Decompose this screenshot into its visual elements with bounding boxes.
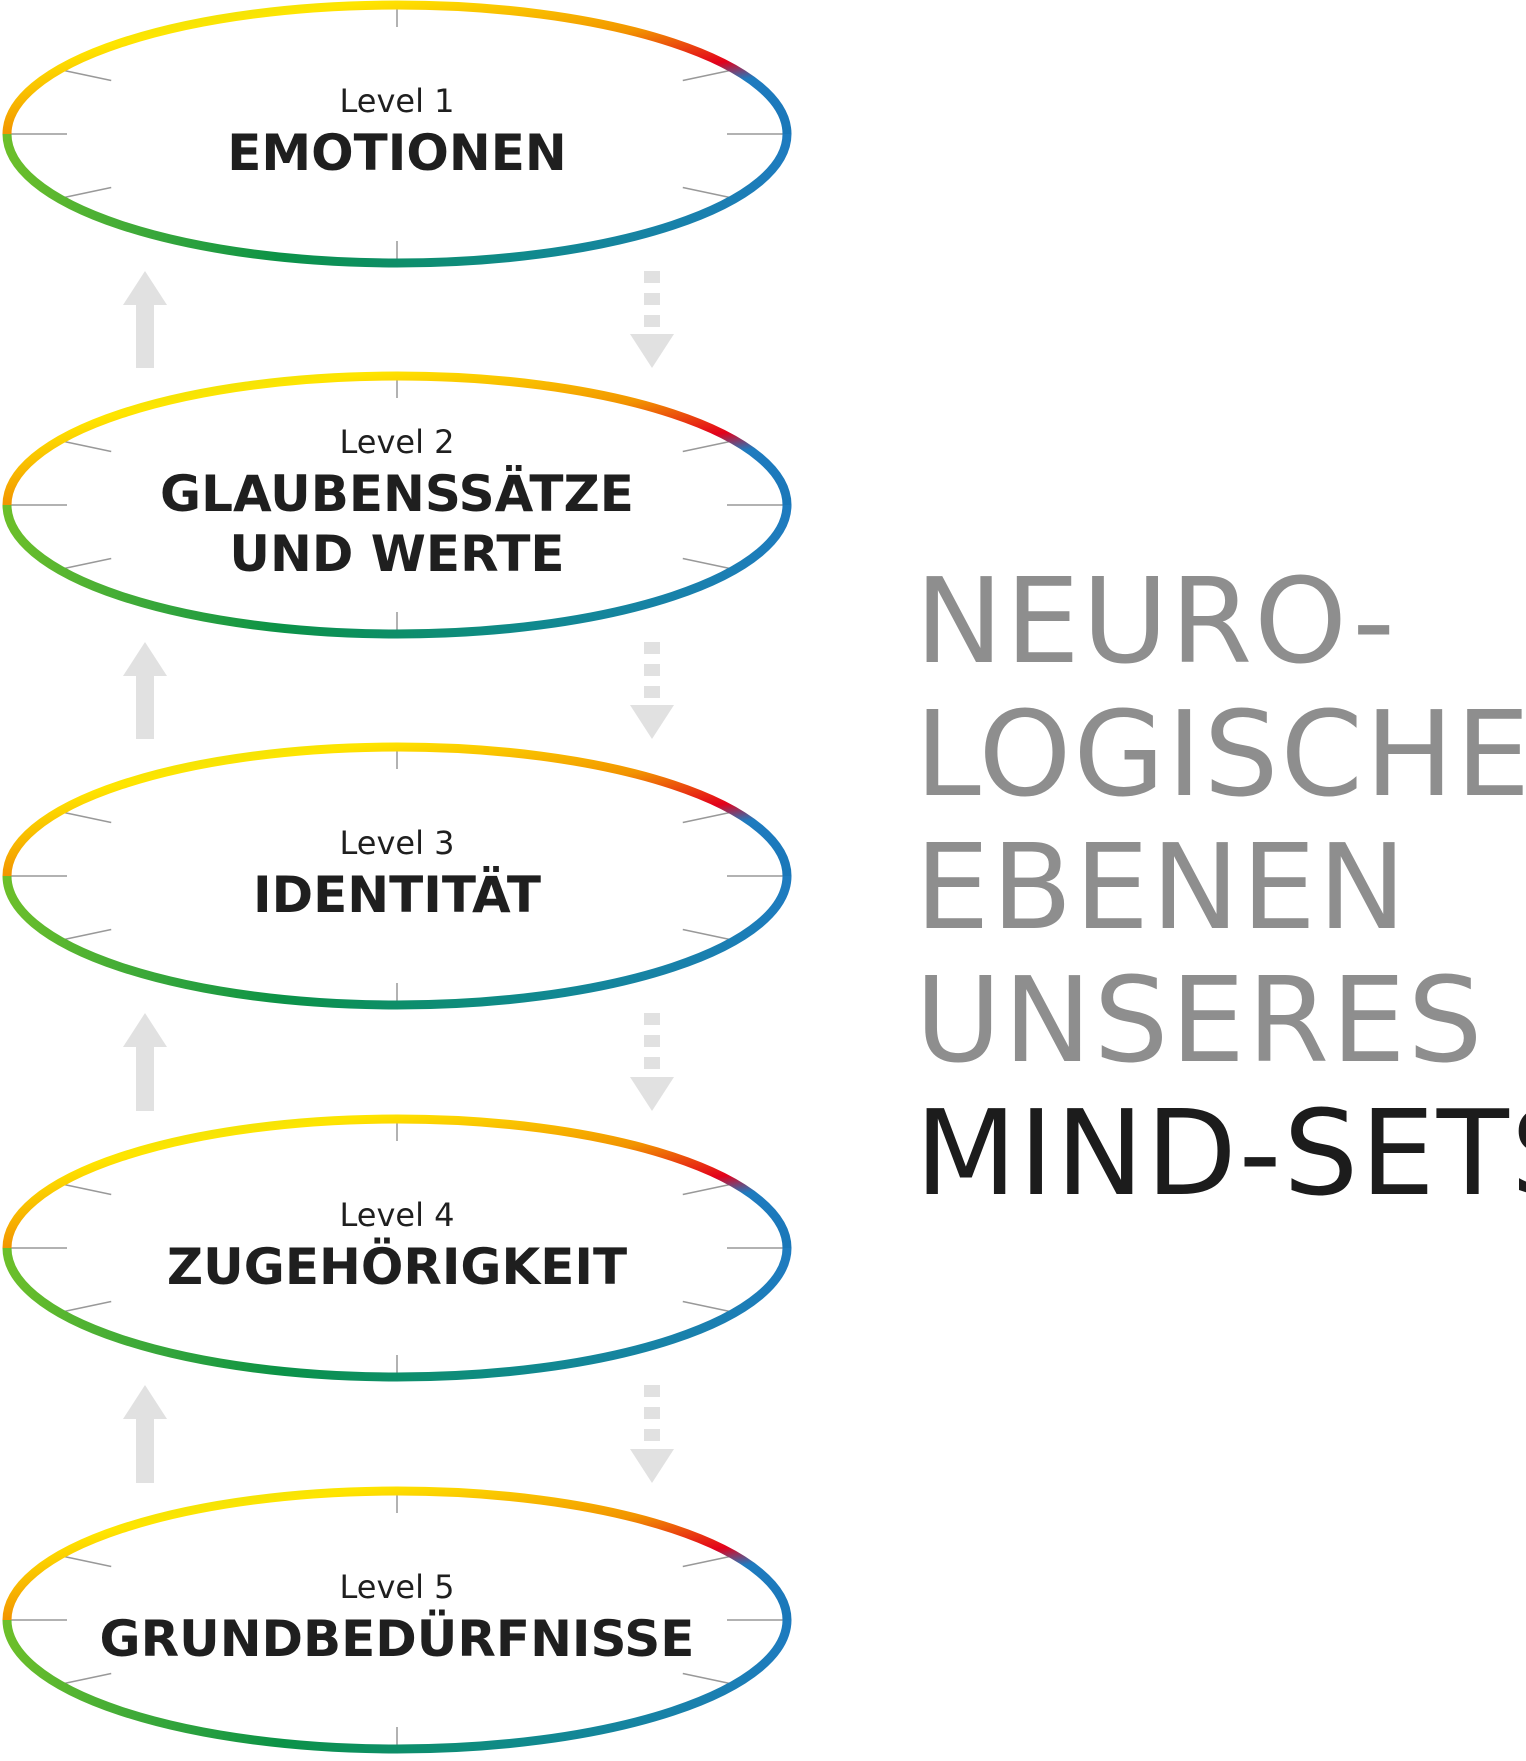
ring-tick xyxy=(59,810,112,824)
ring-tick xyxy=(59,1300,112,1314)
up-arrow-shaft xyxy=(136,1043,154,1111)
down-arrow-dashed xyxy=(630,1013,674,1111)
heading-line-3: EBENEN xyxy=(915,818,1409,956)
down-arrow-dash xyxy=(644,1385,660,1397)
level-label: Level 4 xyxy=(340,1196,455,1234)
ring-tick xyxy=(59,439,112,453)
up-arrow xyxy=(123,271,167,368)
down-arrow-dashed xyxy=(630,1385,674,1483)
up-arrow xyxy=(123,1013,167,1111)
down-arrow-dash xyxy=(644,1407,660,1419)
level-ring-3: Level 3 IDENTITÄT xyxy=(2,742,792,1010)
ring-bottom-arc xyxy=(2,875,792,1010)
down-arrow-dash xyxy=(644,686,660,698)
ring-tick xyxy=(682,186,735,200)
up-arrow-shaft xyxy=(136,301,154,368)
down-arrow-head xyxy=(630,334,674,368)
ring-top-arc xyxy=(2,371,792,506)
ring-tick xyxy=(682,68,735,82)
ring-tick xyxy=(59,68,112,82)
heading-line-4: UNSERES xyxy=(915,951,1485,1089)
heading-line-1: NEURO- xyxy=(915,552,1397,690)
ring-bottom-arc xyxy=(2,1247,792,1382)
ring-top-arc xyxy=(2,742,792,877)
up-arrow-shaft xyxy=(136,1415,154,1483)
level-label: Level 2 xyxy=(340,423,455,461)
down-arrow-dash xyxy=(644,271,660,283)
level-label: Level 5 xyxy=(340,1568,455,1606)
arrows-layer xyxy=(123,271,674,1483)
levels-diagram: Level 1 EMOTIONEN Level 2 GLAUBENSSÄTZEUND … xyxy=(2,0,792,1754)
ring-tick xyxy=(682,1182,735,1196)
up-arrow-head xyxy=(123,271,167,305)
level-label: Level 1 xyxy=(340,82,455,120)
down-arrow-head xyxy=(630,1077,674,1111)
ring-top-arc xyxy=(2,1486,792,1621)
level-ring-1: Level 1 EMOTIONEN xyxy=(2,0,792,268)
up-arrow xyxy=(123,1385,167,1483)
heading-emphasis-line: MIND-SETS xyxy=(915,1084,1526,1222)
ring-tick xyxy=(682,1300,735,1314)
ring-tick xyxy=(59,557,112,571)
ring-bottom-arc xyxy=(2,1619,792,1754)
level-title: EMOTIONEN xyxy=(227,124,566,182)
ring-bottom-arc xyxy=(2,133,792,268)
down-arrow-dash xyxy=(644,1429,660,1441)
level-title: GRUNDBEDÜRFNISSE xyxy=(100,1609,695,1668)
ring-tick xyxy=(682,439,735,453)
ring-tick xyxy=(59,1182,112,1196)
ring-tick xyxy=(682,1672,735,1686)
ring-top-arc xyxy=(2,1114,792,1249)
level-title: ZUGEHÖRIGKEIT xyxy=(167,1237,627,1296)
down-arrow-dash xyxy=(644,1013,660,1025)
heading-line-2: LOGISCHE xyxy=(915,685,1526,823)
down-arrow-dash xyxy=(644,642,660,654)
level-title: UND WERTE xyxy=(229,525,564,583)
down-arrow-dash xyxy=(644,664,660,676)
up-arrow-shaft xyxy=(136,672,154,739)
up-arrow-head xyxy=(123,642,167,676)
ring-tick xyxy=(682,557,735,571)
up-arrow xyxy=(123,642,167,739)
ring-top-arc xyxy=(2,0,792,135)
down-arrow-dash xyxy=(644,293,660,305)
ring-tick xyxy=(682,928,735,942)
level-label: Level 3 xyxy=(340,824,455,862)
down-arrow-head xyxy=(630,1449,674,1483)
ring-tick xyxy=(59,186,112,200)
ring-bottom-arc xyxy=(2,504,792,639)
ring-tick xyxy=(682,1554,735,1568)
down-arrow-dash xyxy=(644,1035,660,1047)
down-arrow-dash xyxy=(644,1057,660,1069)
ring-tick xyxy=(59,1554,112,1568)
ring-tick xyxy=(59,928,112,942)
down-arrow-dashed xyxy=(630,642,674,739)
up-arrow-head xyxy=(123,1013,167,1047)
up-arrow-head xyxy=(123,1385,167,1419)
down-arrow-dashed xyxy=(630,271,674,368)
level-title: GLAUBENSSÄTZE xyxy=(160,465,634,523)
heading-block: NEURO- LOGISCHE EBENEN UNSERES MIND-SETS xyxy=(915,552,1526,1222)
ring-tick xyxy=(59,1672,112,1686)
down-arrow-head xyxy=(630,705,674,739)
rings-layer: Level 1 EMOTIONEN Level 2 GLAUBENSSÄTZEUND … xyxy=(2,0,792,1754)
ring-tick xyxy=(682,810,735,824)
level-title: IDENTITÄT xyxy=(253,866,541,924)
down-arrow-dash xyxy=(644,315,660,327)
